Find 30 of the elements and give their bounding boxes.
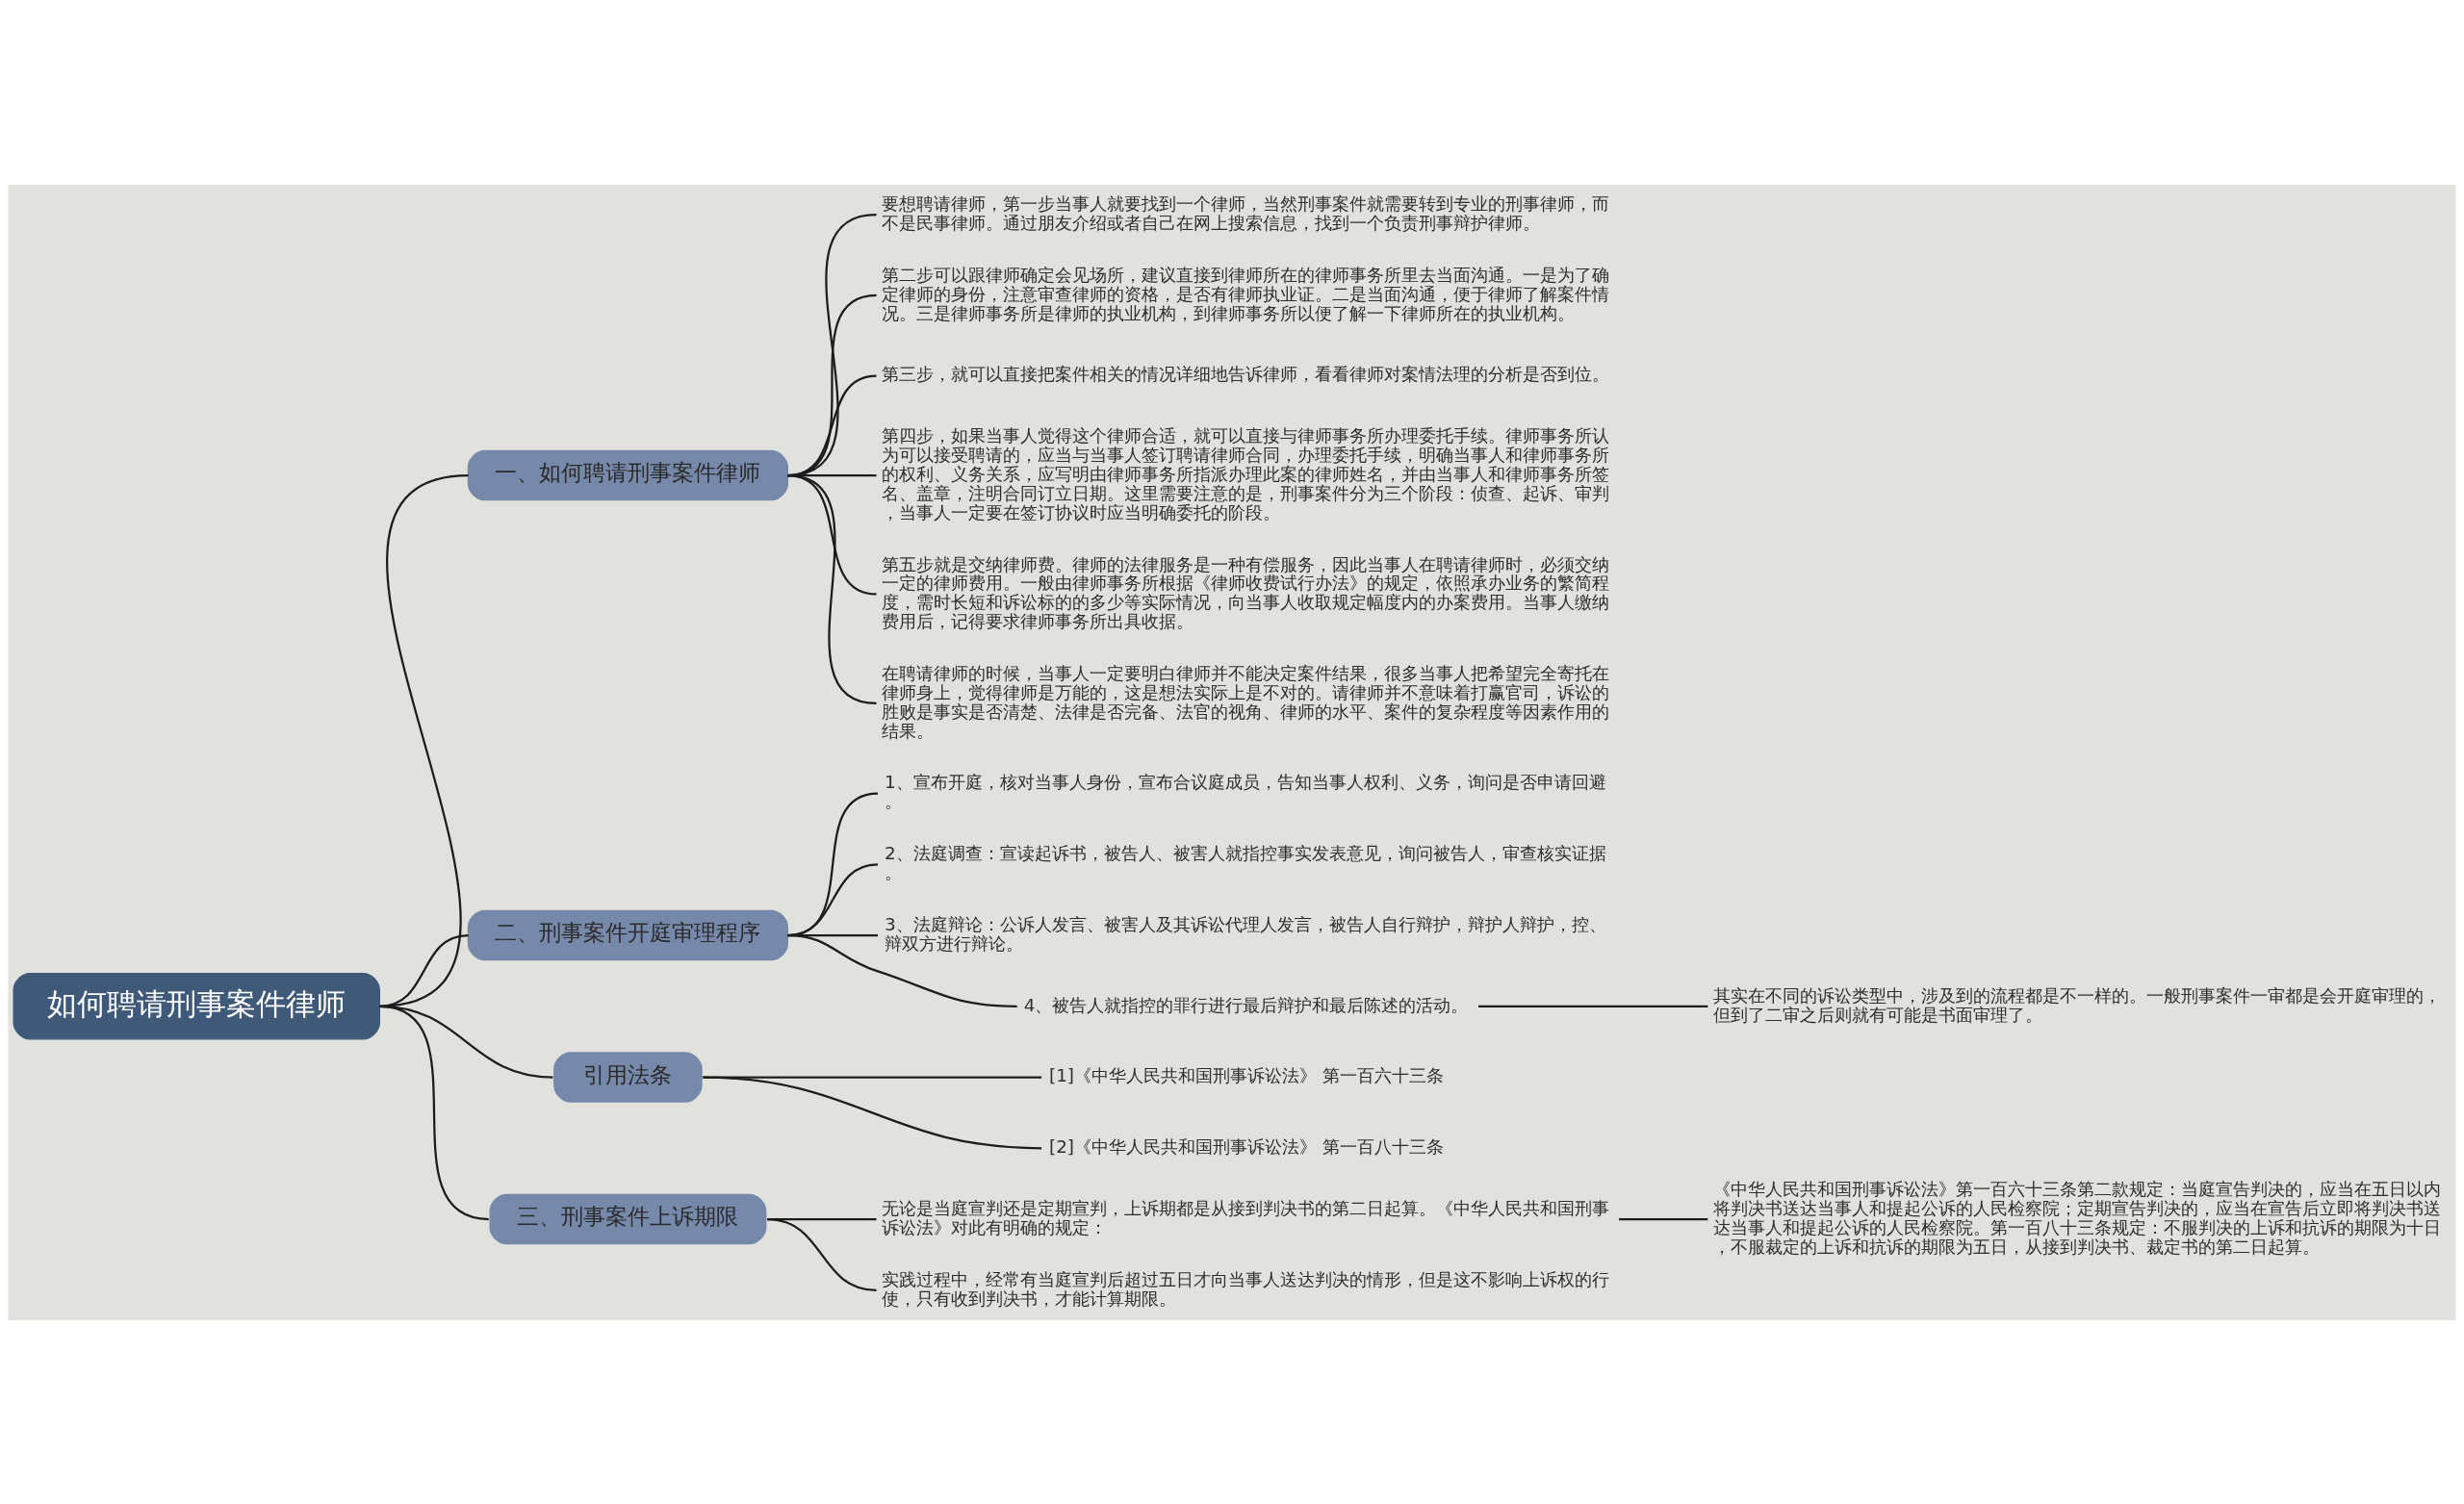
- node-text: 实践过程中，经常有当庭宣判后超过五日才向当事人送达判决的情形，但是这不影响上诉权的行使，只有收到判决书，才能计算期限。: [882, 1268, 1610, 1309]
- connector: [379, 1005, 489, 1220]
- node-text: 第四步，如果当事人觉得这个律师合适，就可以直接与律师事务所办理委托手续。律师事务所认为可以接受聘请的，应当与当事人签订聘请律师合同，办理委托手续，明确当事人和律师事务所的权利、义务关系，应写明由律师事务所指派办理此案的律师姓名，并由当事人和律师事务所签名、盖章，注明合同订立日期。这里需要注意的是，刑事案件分为三个阶段：侦查、起诉、审判，当事人一定要在签订协议时应当明确委托的阶段。: [882, 424, 1610, 523]
- node-box: 引用法条: [553, 1051, 703, 1103]
- connector: [1478, 1005, 1708, 1007]
- connector: [787, 933, 1017, 1007]
- node-text: 无论是当庭宣判还是定期宣判，上诉期都是从接到判决书的第二日起算。《中华人民共和国刑事诉讼法》对此有明确的规定：: [882, 1197, 1610, 1237]
- connector: [766, 1217, 877, 1291]
- node-box: 一、如何聘请刑事案件律师: [467, 449, 789, 500]
- node-text: 《中华人民共和国刑事诉讼法》第一百六十三条第二款规定：当庭宣告判决的，应当在五日以内将判决书送达当事人和提起公诉的人民检察院；定期宣告判决的，应当在宣告后立即将判决书送达当事人和提起公诉的人民检察院。第一百八十三条规定：不服判决的上诉和抗诉的期限为十日，不服裁定的上诉和抗诉的期限为五日，从接到判决书、裁定书的第二日起算。: [1712, 1178, 2441, 1257]
- connector: [703, 1075, 1042, 1149]
- node-text: 在聘请律师的时候，当事人一定要明白律师并不能决定案件结果，很多当事人把希望完全寄托在律师身上，觉得律师是万能的，这是想法实际上是不对的。请律师并不意味着打赢官司，诉讼的胜败是事实是否清楚、法律是否完备、法官的视角、律师的水平、案件的复杂程度等因素作用的结果。: [882, 662, 1610, 741]
- node-box: 二、刑事案件开庭审理程序: [467, 909, 789, 960]
- node-text: [1]《中华人民共和国刑事诉讼法》 第一百六十三条: [1048, 1064, 1444, 1085]
- node-text: 其实在不同的诉讼类型中，涉及到的流程都是不一样的。一般刑事案件一审都是会开庭审理的，但到了二审之后则就有可能是书面审理了。: [1712, 984, 2441, 1025]
- node-text: 1、宣布开庭，核对当事人身份，宣布合议庭成员，告知当事人权利、义务，询问是否申请回避。: [885, 771, 1606, 811]
- node-text: 第五步就是交纳律师费。律师的法律服务是一种有偿服务，因此当事人在聘请律师时，必须交纳一定的律师费用。一般由律师事务所根据《律师收费试行办法》的规定，依照承办业务的繁简程度，需时长短和诉讼标的的多少等实际情况，向当事人收取规定幅度内的办案费用。当事人缴纳费用后，记得要求律师事务所出具收据。: [882, 553, 1610, 631]
- node-text: 4、被告人就指控的罪行进行最后辩护和最后陈述的活动。: [1023, 994, 1469, 1015]
- connector: [379, 933, 469, 1007]
- node-text: 第二步可以跟律师确定会见场所，建议直接到律师所在的律师事务所里去当面沟通。一是为了确定律师的身份，注意审查律师的资格，是否有律师执业证。二是当面沟通，便于律师了解案件情况。三是律师事务所是律师的执业机构，到律师事务所以便了解一下律师所在的执业机构。: [882, 264, 1610, 323]
- node-text: 要想聘请律师，第一步当事人就要找到一个律师，当然刑事案件就需要转到专业的刑事律师，而不是民事律师。通过朋友介绍或者自己在网上搜索信息，找到一个负责刑事辩护律师。: [882, 192, 1610, 233]
- node-text: [2]《中华人民共和国刑事诉讼法》 第一百八十三条: [1048, 1135, 1444, 1157]
- connector: [787, 473, 877, 704]
- node-text: 第三步，就可以直接把案件相关的情况详细地告诉律师，看看律师对案情法理的分析是否到位。: [882, 363, 1610, 384]
- node-box: 三、刑事案件上诉期限: [489, 1193, 767, 1244]
- node-text: 3、法庭辩论：公诉人发言、被害人及其诉讼代理人发言，被告人自行辩护，辩护人辩护，控、辩双方进行辩论。: [885, 913, 1606, 954]
- node-text: 2、法庭调查：宣读起诉书，被告人、被害人就指控事实发表意见，询问被告人，审查核实证据。: [885, 842, 1606, 882]
- connector: [379, 473, 469, 1007]
- connector: [1619, 1217, 1708, 1220]
- node-box: 如何聘请刑事案件律师: [13, 972, 380, 1040]
